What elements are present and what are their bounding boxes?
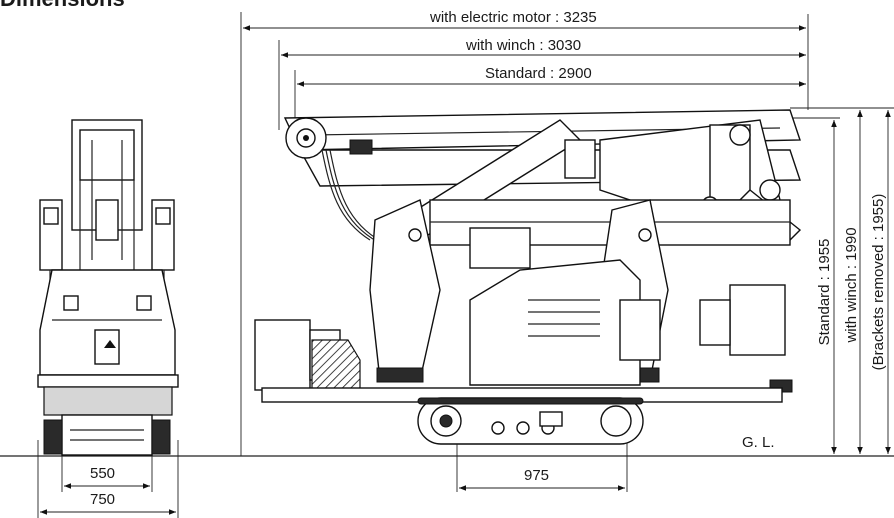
track-length-label: 975 <box>524 467 549 484</box>
standard-length-label: Standard : 2900 <box>485 65 592 82</box>
brackets-removed-dimension: (Brackets removed : 1955) <box>870 110 891 454</box>
ground-level-label: G. L. <box>742 434 775 451</box>
standard-height-label: Standard : 1955 <box>816 239 833 346</box>
track-length-dimension: 975 <box>456 420 628 492</box>
inner-width-label: 550 <box>90 465 115 482</box>
brackets-removed-label: (Brackets removed : 1955) <box>870 194 887 371</box>
electric-motor-dimension: with electric motor : 3235 <box>240 9 809 456</box>
winch-length-dimension: with winch : 3030 <box>278 37 806 130</box>
winch-height-dimension: with winch : 1990 <box>843 110 863 454</box>
standard-height-dimension: Standard : 1955 <box>816 120 837 454</box>
outer-width-label: 750 <box>90 491 115 508</box>
standard-length-dimension: Standard : 2900 <box>294 65 806 118</box>
side-view-drawing <box>254 109 802 445</box>
winch-length-label: with winch : 3030 <box>465 37 581 54</box>
electric-motor-label: with electric motor : 3235 <box>429 9 597 26</box>
outer-width-dimension: 750 <box>37 440 179 518</box>
front-view-drawing <box>37 119 179 456</box>
page-title: Dimensions <box>0 0 125 12</box>
winch-height-label: with winch : 1990 <box>843 227 860 343</box>
